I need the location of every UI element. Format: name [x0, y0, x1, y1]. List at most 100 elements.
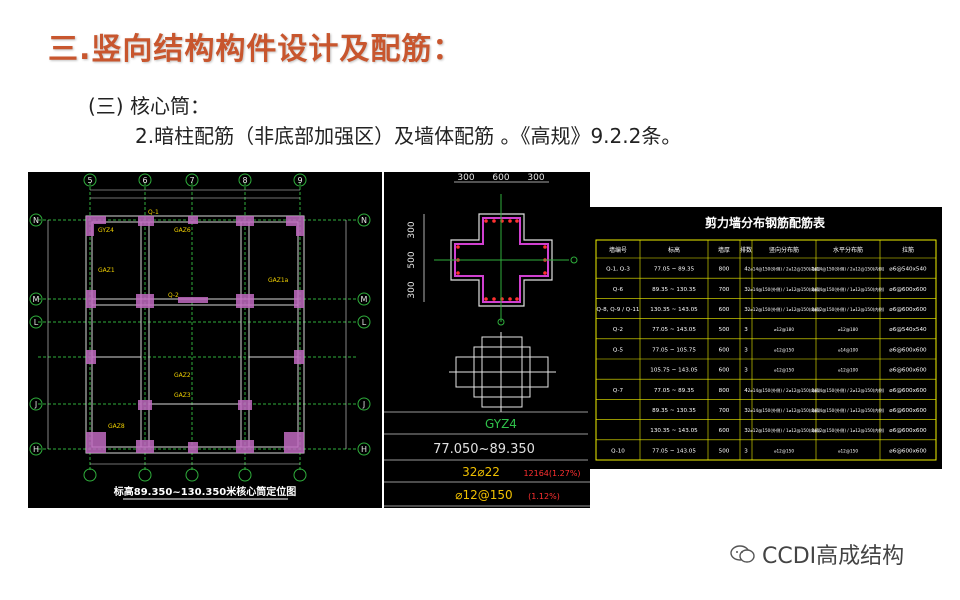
table-cell: 4 — [744, 267, 748, 273]
label-gyz4: GYZ4 — [98, 227, 114, 234]
table-cell: 2⌀12@150(外侧) / 1⌀12@150(内侧) — [748, 306, 821, 313]
table-cell: 600 — [719, 307, 730, 313]
table-cell: 2⌀12@150(外侧) / 1⌀12@150(内侧) — [812, 306, 885, 313]
table-cell: 105.75 ~ 143.05 — [650, 368, 698, 374]
core-tube-plan-drawing: 5 6 7 8 9 N M L J H N M L J H Q-1 Q-2 GY… — [28, 172, 382, 508]
table-header-cell: 拉筋 — [902, 246, 914, 254]
table-cell: Q-6 — [613, 287, 624, 293]
table-cell: 130.35 ~ 143.05 — [650, 428, 698, 434]
table-cell: 2⌀14@150(外侧) / 1⌀12@150(内侧) — [812, 286, 885, 293]
table-cell: Q-8, Q-9 / Q-11 — [597, 307, 640, 313]
table-cell: 3 — [744, 408, 748, 414]
table-header-cell: 竖向分布筋 — [769, 246, 799, 254]
wechat-icon — [730, 545, 755, 563]
column-stirrup: ⌀12@150 — [455, 488, 512, 502]
table-cell: ⌀6@600x600 — [889, 347, 927, 353]
table-cell: Q-1, Q-3 — [606, 267, 630, 273]
axis-6: 6 — [142, 176, 147, 185]
table-cell: Q-5 — [613, 347, 624, 353]
dim-top-2: 600 — [492, 173, 509, 183]
table-cell: 2⌀14@150(外侧) / 1⌀12@150(内侧) — [748, 286, 821, 293]
table-cell: ⌀12@100 — [838, 368, 858, 373]
table-cell: 600 — [719, 347, 730, 353]
table-cell: 2⌀14@150(外侧) / 2⌀12@150(内侧) — [748, 266, 821, 273]
table-cell: 2⌀14@150(外侧) / 2⌀12@150(内侧) — [812, 266, 885, 273]
section-heading: (三) 核心筒： — [88, 94, 210, 118]
table-cell: 3 — [744, 347, 748, 353]
label-q2: Q-2 — [168, 292, 179, 299]
table-cell: 3 — [744, 307, 748, 313]
slide-title: 三.竖向结构构件设计及配筋： — [48, 32, 464, 67]
axis-n: N — [33, 216, 39, 225]
table-svg: 剪力墙分布钢筋配筋表 墙编号标高墙厚排数竖向分布筋水平分布筋拉筋Q-1, Q-3… — [595, 215, 937, 461]
table-cell: 77.05 ~ 89.35 — [654, 388, 695, 394]
table-cell: 500 — [719, 448, 730, 454]
table-cell: 89.35 ~ 130.35 — [652, 287, 696, 293]
table-cell: 500 — [719, 327, 730, 333]
table-cell: ⌀6@600x600 — [889, 368, 927, 374]
table-cell: 600 — [719, 428, 730, 434]
axis-h-right: H — [361, 445, 367, 454]
table-cell: ⌀6@540x540 — [889, 327, 927, 333]
column-stirrup-ratio: (1.12%) — [528, 492, 560, 501]
table-cell: ⌀6@600x600 — [889, 448, 927, 454]
table-cell: 77.05 ~ 143.05 — [652, 448, 696, 454]
table-cell: Q-10 — [611, 448, 625, 454]
watermark-text: CCDI高成结构 — [762, 544, 905, 569]
watermark: CCDI高成结构 — [730, 538, 904, 570]
column-detail-drawing: 300 600 300 300 500 300 — [384, 172, 590, 508]
axis-l: L — [34, 318, 39, 327]
axis-m: M — [33, 295, 40, 304]
table-cell: 2⌀14@150(外侧) / 1⌀12@150(内侧) — [748, 407, 821, 414]
label-gaz8: GAZ8 — [108, 423, 125, 430]
axis-7: 7 — [189, 176, 194, 185]
dim-left-1: 300 — [407, 221, 417, 238]
column-name: GYZ4 — [485, 417, 517, 431]
axis-j: J — [34, 400, 37, 409]
column-elevation: 77.050~89.350 — [433, 442, 535, 457]
table-cell: 77.05 ~ 143.05 — [652, 327, 696, 333]
table-cell: ⌀14@100 — [838, 347, 858, 352]
table-header-cell: 排数 — [740, 246, 752, 254]
table-cell: 89.35 ~ 130.35 — [652, 408, 696, 414]
table-cell: ⌀6@600x600 — [889, 307, 927, 313]
axis-j-right: J — [362, 400, 365, 409]
dim-top-1: 300 — [457, 173, 474, 183]
table-cell: ⌀12@180 — [838, 327, 858, 332]
table-header-cell: 墙编号 — [609, 246, 627, 254]
table-cell: 2⌀14@150(外侧) / 2⌀12@150(内侧) — [812, 387, 885, 394]
table-cell: 3 — [744, 327, 748, 333]
section-subheading: 2.暗柱配筋（非底部加强区）及墙体配筋 。《高规》9.2.2条。 — [135, 124, 682, 148]
label-gaz1a: GAZ1a — [268, 277, 289, 284]
table-cell: 3 — [744, 287, 748, 293]
table-cell: ⌀6@600x600 — [889, 388, 927, 394]
label-gaz2: GAZ2 — [174, 372, 191, 379]
table-cell: 3 — [744, 428, 748, 434]
dim-left-3: 300 — [407, 281, 417, 298]
axis-n-right: N — [361, 216, 367, 225]
table-cell: ⌀6@540x540 — [889, 267, 927, 273]
table-cell: ⌀6@600x600 — [889, 428, 927, 434]
dim-left-2: 500 — [407, 251, 417, 268]
axis-h: H — [33, 445, 39, 454]
table-cell: 2⌀14@150(外侧) / 1⌀12@150(内侧) — [812, 407, 885, 414]
label-gaz3: GAZ3 — [174, 392, 191, 399]
table-cell: 2⌀14@150(外侧) / 2⌀12@150(内侧) — [748, 387, 821, 394]
table-cell: 800 — [719, 388, 730, 394]
table-cell: 2⌀12@150(外侧) / 1⌀12@150(内侧) — [812, 427, 885, 434]
column-svg: 300 600 300 300 500 300 — [384, 173, 590, 507]
table-cell: 4 — [744, 388, 748, 394]
table-cell: 700 — [719, 287, 730, 293]
table-header-cell: 标高 — [668, 246, 680, 254]
table-cell: ⌀12@150 — [774, 347, 794, 352]
table-cell: 77.05 ~ 105.75 — [652, 347, 696, 353]
table-cell: ⌀6@600x600 — [889, 408, 927, 414]
table-cell: 800 — [719, 267, 730, 273]
table-cell: Q-2 — [613, 327, 623, 333]
axis-8: 8 — [242, 176, 247, 185]
table-cell: 77.05 ~ 89.35 — [654, 267, 695, 273]
axis-m-right: M — [361, 295, 368, 304]
table-cell: Q-7 — [613, 388, 624, 394]
label-gaz6: GAZ6 — [174, 227, 191, 234]
